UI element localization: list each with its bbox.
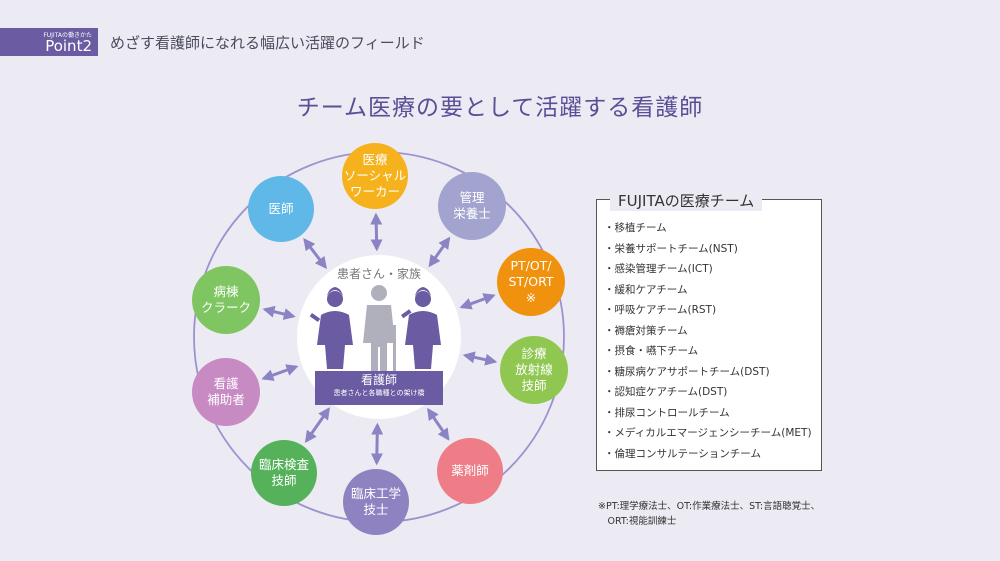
arrow-radiology (462, 351, 498, 366)
badge-point-label: Point2 (45, 37, 92, 55)
badge-caption: FUJITAの働きかた (43, 32, 92, 39)
patient-family-circle: 患者さん・家族 看護師 患者さんと各職種との架け橋 (297, 255, 461, 419)
node-lab-tech: 臨床検査 技師 (251, 440, 317, 506)
legend-item: ・認知症ケアチーム(DST) (604, 386, 728, 398)
legend-item: ・緩和ケアチーム (604, 283, 688, 296)
nurse-role-label: 看護師 (360, 373, 397, 387)
node-label: 臨床検査 技師 (258, 457, 309, 488)
arrow-therapist (459, 293, 496, 310)
node-clinical-engineer: 臨床工学 技士 (343, 469, 409, 535)
legend-item: ・移植チーム (604, 222, 667, 234)
node-label: 看護 補助者 (207, 376, 245, 407)
node-label: PT/OT/ ST/ORT ※ (508, 258, 554, 305)
legend-item: ・排尿コントロールチーム (604, 406, 730, 419)
node-label: 医療 ソーシャル ワーカー (343, 152, 407, 199)
footnote: ※PT:理学療法士、OT:作業療法士、ST:言語聴覚士、 ORT:視能訓練士 (598, 501, 821, 527)
node-doctor: 医師 (248, 176, 314, 242)
node-therapist: PT/OT/ ST/ORT ※ (497, 248, 565, 316)
node-label: 臨床工学 技士 (350, 486, 401, 517)
arrow-dietitian (428, 236, 451, 268)
arrow-ward-clerk (262, 305, 296, 320)
node-label: 医師 (268, 201, 294, 216)
node-dietitian: 管理 栄養士 (438, 172, 506, 240)
arrow-pharmacist (427, 407, 450, 441)
legend-title: FUJITAの医療チーム (610, 190, 763, 211)
legend-item: ・褥瘡対策チーム (604, 324, 688, 337)
node-label: 薬剤師 (451, 463, 489, 478)
arrow-social-worker (370, 212, 383, 252)
node-label: 診療 放射線 技師 (515, 346, 553, 393)
nurse-role-box: 看護師 患者さんと各職種との架け橋 (315, 371, 443, 405)
node-label: 病棟 クラーク (200, 284, 251, 315)
point-badge: FUJITAの働きかた Point2 (0, 28, 98, 56)
patient-family-label: 患者さん・家族 (336, 267, 421, 281)
node-pharmacist: 薬剤師 (437, 438, 503, 504)
legend-item: ・栄養サポートチーム(NST) (604, 242, 738, 255)
node-social-worker: 医療 ソーシャル ワーカー (342, 143, 408, 209)
legend-item: ・倫理コンサルテーションチーム (604, 447, 761, 460)
legend-item: ・呼吸ケアチーム(RST) (604, 304, 717, 316)
legend-item: ・メディカルエマージェンシーチーム(MET) (604, 427, 812, 439)
people-icon (309, 285, 441, 377)
connector-arrows (261, 212, 498, 466)
arrow-clinical-engineer (370, 422, 384, 466)
node-label: 管理 栄養士 (453, 190, 491, 221)
arrow-doctor (303, 238, 327, 270)
node-radiology: 診療 放射線 技師 (500, 336, 568, 404)
legend-item: ・感染管理チーム(ICT) (604, 263, 713, 275)
arrow-lab-tech (304, 407, 330, 443)
page-title: チーム医療の要として活躍する看護師 (296, 95, 704, 121)
legend-item: ・摂食・嚥下チーム (604, 345, 699, 357)
arrow-nursing-assistant (261, 364, 299, 381)
node-nursing-assistant: 看護 補助者 (192, 358, 260, 426)
legend-list: ・移植チーム・栄養サポートチーム(NST) ・感染管理チーム(ICT) ・緩和ケアチ… (604, 218, 812, 464)
nurse-role-subtitle: 患者さんと各職種との架け橋 (333, 389, 425, 397)
legend-box (596, 199, 822, 471)
legend-item: ・糖尿病ケアサポートチーム(DST) (604, 365, 770, 378)
header-title: めざす看護師になれる幅広い活躍のフィールド (110, 34, 425, 52)
node-ward-clerk: 病棟 クラーク (192, 266, 260, 334)
